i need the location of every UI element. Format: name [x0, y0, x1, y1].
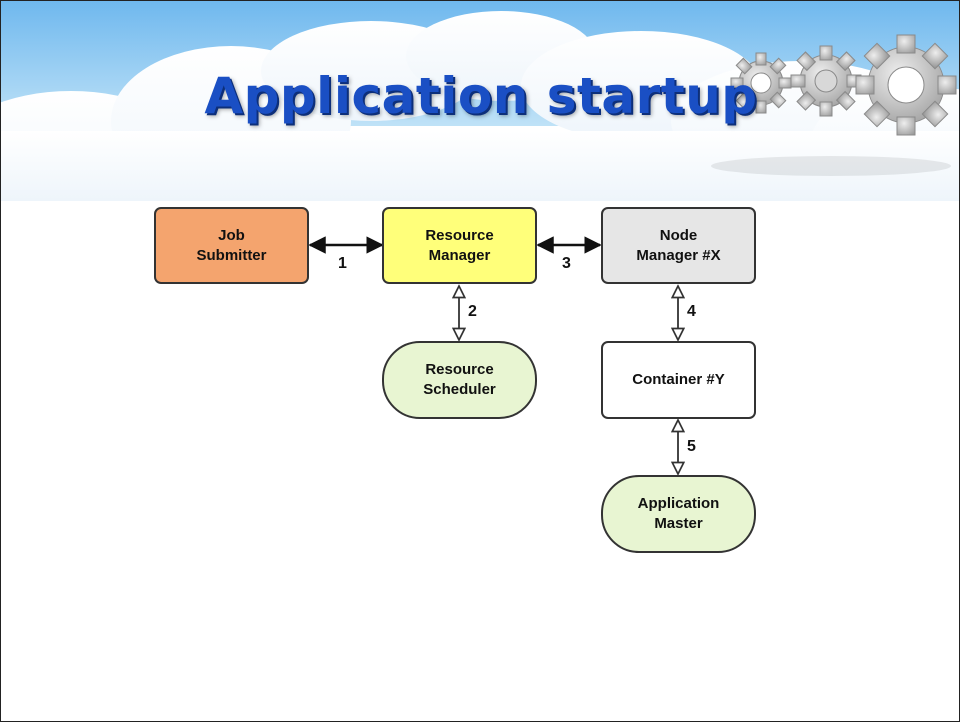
edge-label-5: 5: [687, 438, 696, 455]
node-manager-node: Node Manager #X: [601, 207, 756, 284]
page-title: Application startup: [204, 67, 758, 125]
edge-label-1: 1: [338, 255, 347, 272]
gear-icon: [730, 34, 957, 136]
container-node: Container #Y: [601, 341, 756, 419]
resource-manager-node: Resource Manager: [382, 207, 537, 284]
application-master-node: Application Master: [601, 475, 756, 553]
job-submitter-node: Job Submitter: [154, 207, 309, 284]
edge-label-3: 3: [562, 255, 571, 272]
resource-scheduler-node: Resource Scheduler: [382, 341, 537, 419]
edge-label-4: 4: [687, 303, 696, 320]
edge-label-2: 2: [468, 303, 477, 320]
